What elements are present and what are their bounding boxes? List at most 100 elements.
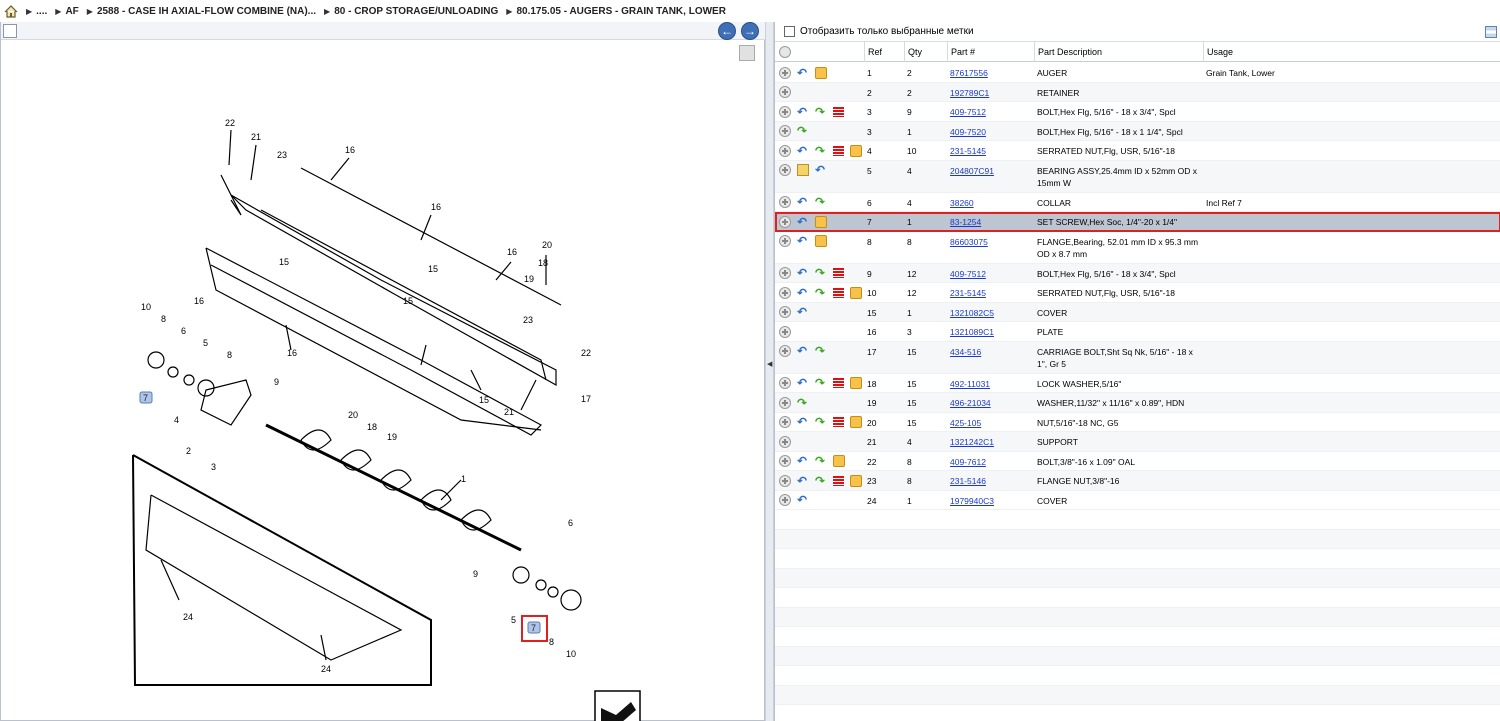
breadcrumb-item[interactable]: ▶.... [26, 5, 48, 17]
part-number-link[interactable]: 38260 [950, 197, 974, 208]
expand-row-icon[interactable] [779, 196, 791, 208]
part-number-link[interactable]: 1321089C1 [950, 327, 994, 337]
back-arrow-icon[interactable] [718, 22, 736, 40]
list-icon[interactable] [833, 287, 844, 298]
back-link-icon[interactable]: ↶ [797, 214, 808, 229]
next-sheet-icon[interactable] [594, 690, 641, 721]
col-usage[interactable]: Usage [1203, 42, 1500, 62]
part-number-link[interactable]: 231-5145 [950, 288, 986, 298]
expand-row-icon[interactable] [779, 474, 791, 487]
expand-row-icon[interactable] [779, 455, 791, 467]
forward-link-icon[interactable]: ↷ [815, 195, 826, 209]
back-link-icon[interactable]: ↶ [797, 454, 808, 468]
expand-row-icon[interactable] [779, 66, 791, 79]
expand-row-icon[interactable] [779, 325, 791, 338]
part-number-link[interactable]: 425-105 [950, 417, 982, 428]
back-link-icon[interactable]: ↶ [797, 285, 808, 300]
part-box-icon[interactable] [815, 215, 827, 228]
part-number-link[interactable]: 409-7512 [950, 107, 986, 117]
show-selected-checkbox[interactable] [784, 26, 795, 37]
breadcrumb-item[interactable]: ▶AF [55, 5, 79, 17]
part-number-link[interactable]: 409-7520 [950, 126, 986, 137]
forward-link-icon[interactable]: ↷ [815, 266, 826, 280]
part-number-link[interactable]: 496-21034 [950, 398, 991, 408]
expand-row-icon[interactable] [779, 286, 791, 299]
grid-view-icon[interactable] [1485, 26, 1497, 38]
back-link-icon[interactable]: ↶ [797, 493, 808, 507]
forward-link-icon[interactable]: ↷ [797, 395, 808, 410]
part-box-icon[interactable] [850, 286, 862, 299]
expand-row-icon[interactable] [779, 235, 791, 247]
breadcrumb-item[interactable]: ▶80.175.05 - AUGERS - GRAIN TANK, LOWER [506, 5, 726, 17]
part-number-link[interactable]: 86603075 [950, 236, 988, 247]
part-number-link[interactable]: 204807C91 [950, 165, 994, 176]
home-icon[interactable] [4, 4, 18, 18]
part-number-link[interactable]: 409-7512 [950, 268, 986, 279]
back-link-icon[interactable]: ↶ [797, 266, 808, 280]
expand-row-icon[interactable] [779, 345, 791, 357]
expand-row-icon[interactable] [779, 86, 791, 98]
part-number-link[interactable]: 87617556 [950, 68, 988, 78]
back-link-icon[interactable]: ↶ [815, 163, 826, 177]
forward-link-icon[interactable]: ↷ [815, 143, 826, 158]
expand-row-icon[interactable] [779, 396, 791, 409]
part-box-icon[interactable] [850, 377, 862, 389]
part-box-icon[interactable] [850, 144, 862, 157]
breadcrumb-item[interactable]: ▶2588 - CASE IH AXIAL-FLOW COMBINE (NA).… [86, 5, 317, 17]
expand-row-icon[interactable] [779, 435, 791, 448]
part-number-link[interactable]: 492-11031 [950, 378, 991, 389]
back-link-icon[interactable]: ↶ [797, 234, 808, 248]
back-link-icon[interactable]: ↶ [797, 195, 808, 209]
forward-link-icon[interactable]: ↷ [815, 454, 826, 468]
list-icon[interactable] [833, 417, 844, 427]
part-box-icon[interactable] [833, 455, 845, 467]
forward-link-icon[interactable]: ↷ [815, 473, 826, 488]
part-box-icon[interactable] [850, 474, 862, 487]
back-link-icon[interactable]: ↶ [797, 104, 808, 119]
part-box-icon[interactable] [850, 416, 862, 428]
part-number-link[interactable]: 231-5145 [950, 146, 986, 156]
part-number-link[interactable]: 434-516 [950, 346, 982, 357]
expand-row-icon[interactable] [779, 306, 791, 318]
expand-row-icon[interactable] [779, 125, 791, 137]
list-icon[interactable] [833, 106, 844, 117]
expand-all-icon[interactable] [779, 46, 791, 58]
part-number-link[interactable]: 1321082C5 [950, 307, 994, 318]
expand-row-icon[interactable] [779, 416, 791, 428]
back-link-icon[interactable]: ↶ [797, 305, 808, 319]
expand-icon[interactable] [3, 24, 17, 38]
back-link-icon[interactable]: ↶ [797, 376, 808, 390]
expand-row-icon[interactable] [779, 215, 791, 228]
pane-splitter[interactable]: ◀ [765, 22, 774, 721]
back-link-icon[interactable]: ↶ [797, 344, 808, 358]
back-link-icon[interactable]: ↶ [797, 65, 808, 80]
part-box-icon[interactable] [815, 235, 827, 247]
expand-row-icon[interactable] [779, 144, 791, 157]
part-number-link[interactable]: 1321242C1 [950, 437, 994, 447]
list-icon[interactable] [833, 268, 844, 278]
col-part[interactable]: Part # [947, 42, 1034, 62]
list-icon[interactable] [833, 475, 844, 486]
forward-link-icon[interactable]: ↷ [815, 376, 826, 390]
back-link-icon[interactable]: ↶ [797, 473, 808, 488]
list-icon[interactable] [833, 145, 844, 156]
